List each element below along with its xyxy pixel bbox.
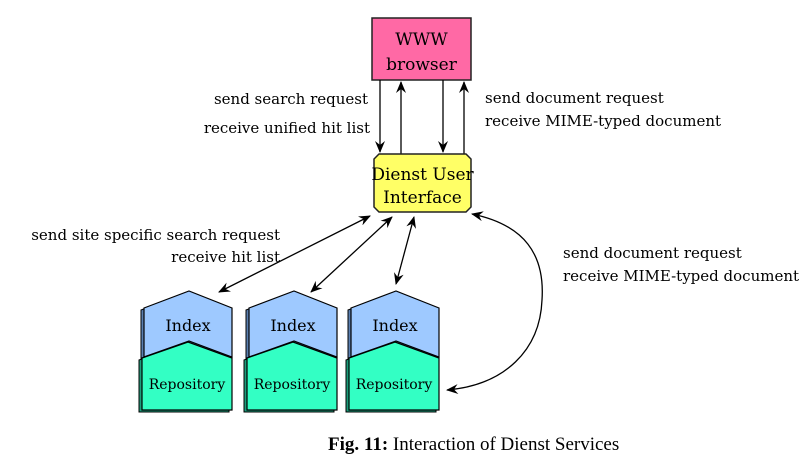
- label-send-site-search-request: send site specific search request: [31, 226, 280, 244]
- dienst-ui-node: Dienst User Interface: [371, 153, 475, 213]
- index-label: Index: [270, 316, 315, 335]
- label-repo-receive-mime-document: receive MIME-typed document: [563, 267, 799, 285]
- index-label: Index: [372, 316, 417, 335]
- arrow-site-3: [394, 216, 416, 285]
- caption-prefix: Fig. 11:: [328, 434, 389, 455]
- repository-label: Repository: [149, 377, 226, 393]
- label-send-document-request: send document request: [485, 89, 664, 107]
- arrow-repository-document: [446, 211, 543, 395]
- label-receive-unified-hit-list: receive unified hit list: [204, 119, 370, 137]
- label-repo-send-document-request: send document request: [563, 244, 742, 262]
- www-browser-node: WWW browser: [371, 17, 472, 81]
- repository-box: [141, 341, 233, 411]
- browser-box: [371, 17, 472, 81]
- label-receive-hit-list: receive hit list: [171, 248, 280, 266]
- ui-label-line1: Dienst User: [371, 165, 474, 185]
- repository-box: [246, 341, 338, 411]
- browser-label-line2: browser: [386, 55, 458, 75]
- site-stacks: IndexRepositoryIndexRepositoryIndexRepos…: [138, 290, 440, 413]
- browser-label-line1: WWW: [395, 30, 448, 50]
- figure-caption: Fig. 11: Interaction of Dienst Services: [328, 434, 619, 456]
- repository-label: Repository: [356, 377, 433, 393]
- ui-label-line2: Interface: [383, 188, 462, 208]
- label-send-search-request: send search request: [214, 90, 368, 108]
- arrow-site-2: [310, 216, 393, 293]
- browser-ui-arrows: [375, 80, 469, 154]
- repository-label: Repository: [254, 377, 331, 393]
- caption-text: Interaction of Dienst Services: [392, 434, 620, 455]
- ui-index-arrows: [218, 215, 416, 293]
- index-label: Index: [165, 316, 210, 335]
- repository-box: [348, 341, 440, 411]
- label-receive-mime-document: receive MIME-typed document: [485, 112, 721, 130]
